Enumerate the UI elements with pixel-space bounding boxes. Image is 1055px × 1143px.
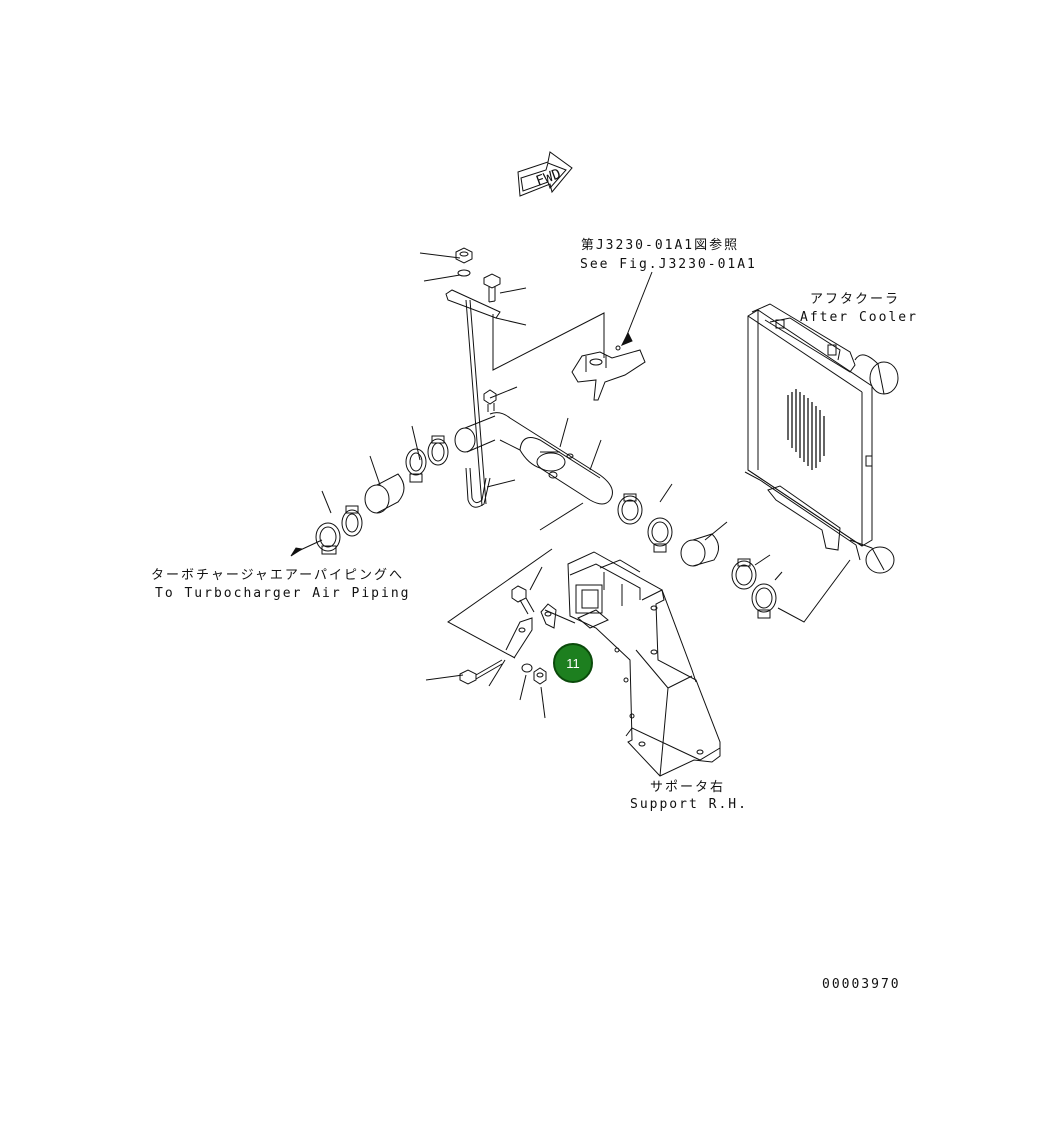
right-hose-clamps [618, 494, 776, 618]
after-cooler [745, 304, 898, 573]
after-cooler-jp-label: アフタクーラ [809, 292, 900, 307]
after-cooler-en-label: After Cooler [800, 310, 918, 325]
arrow-head-icon [622, 333, 632, 345]
lower-hardware [460, 586, 556, 684]
drawing-number: 00003970 [822, 977, 901, 992]
support-rh [568, 552, 720, 776]
nut-part [456, 248, 472, 263]
bolt-part [484, 274, 500, 302]
washer-part [458, 270, 470, 276]
ref-figure-en-label: See Fig.J3230-01A1 [580, 257, 757, 272]
part-callout-11[interactable]: 11 [553, 643, 593, 683]
support-en-label: Support R.H. [630, 797, 748, 812]
referenced-bracket [572, 346, 645, 400]
ref-figure-jp-label: 第J3230-01A1図参照 [580, 238, 740, 253]
fwd-label: FWD [534, 166, 563, 190]
small-bolt-part [484, 390, 496, 412]
turbo-piping-jp-label: ターボチャージャエアーパイピングへ [150, 568, 405, 583]
support-jp-label: サポータ右 [649, 780, 725, 795]
air-pipe [455, 413, 612, 504]
left-hose-clamps [316, 436, 448, 554]
turbo-piping-en-label: To Turbocharger Air Piping [155, 586, 411, 601]
fwd-arrow-icon [518, 152, 572, 196]
bracket-part [446, 290, 500, 506]
callout-number: 11 [566, 655, 580, 671]
turbo-direction-line [296, 540, 322, 552]
leader-lines [322, 253, 850, 718]
u-bolt-part [466, 468, 490, 507]
